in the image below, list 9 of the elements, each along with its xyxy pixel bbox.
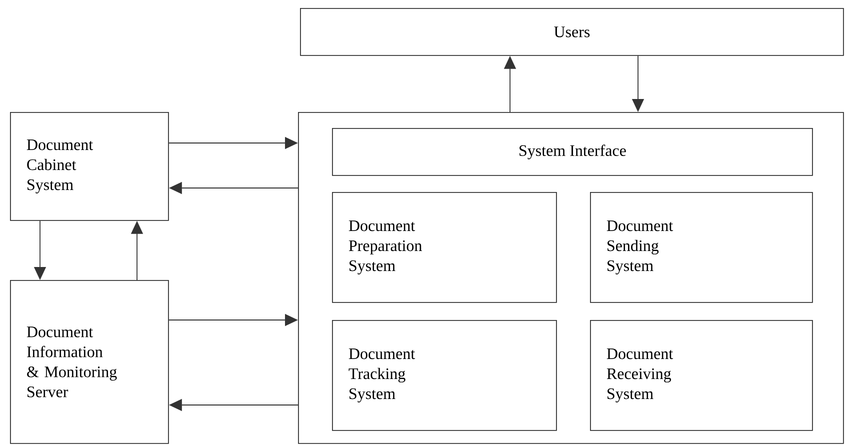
system-box: Document Preparation System xyxy=(332,192,557,303)
label-box: System Interface xyxy=(332,128,813,176)
container-box xyxy=(298,112,844,444)
system-box: Document Information & Monitoring Server xyxy=(10,280,169,444)
system-box: Document Receiving System xyxy=(590,320,813,431)
system-box: Document Cabinet System xyxy=(10,112,169,221)
users-box: Users xyxy=(300,8,844,56)
system-box: Document Sending System xyxy=(590,192,813,303)
system-box: Document Tracking System xyxy=(332,320,557,431)
